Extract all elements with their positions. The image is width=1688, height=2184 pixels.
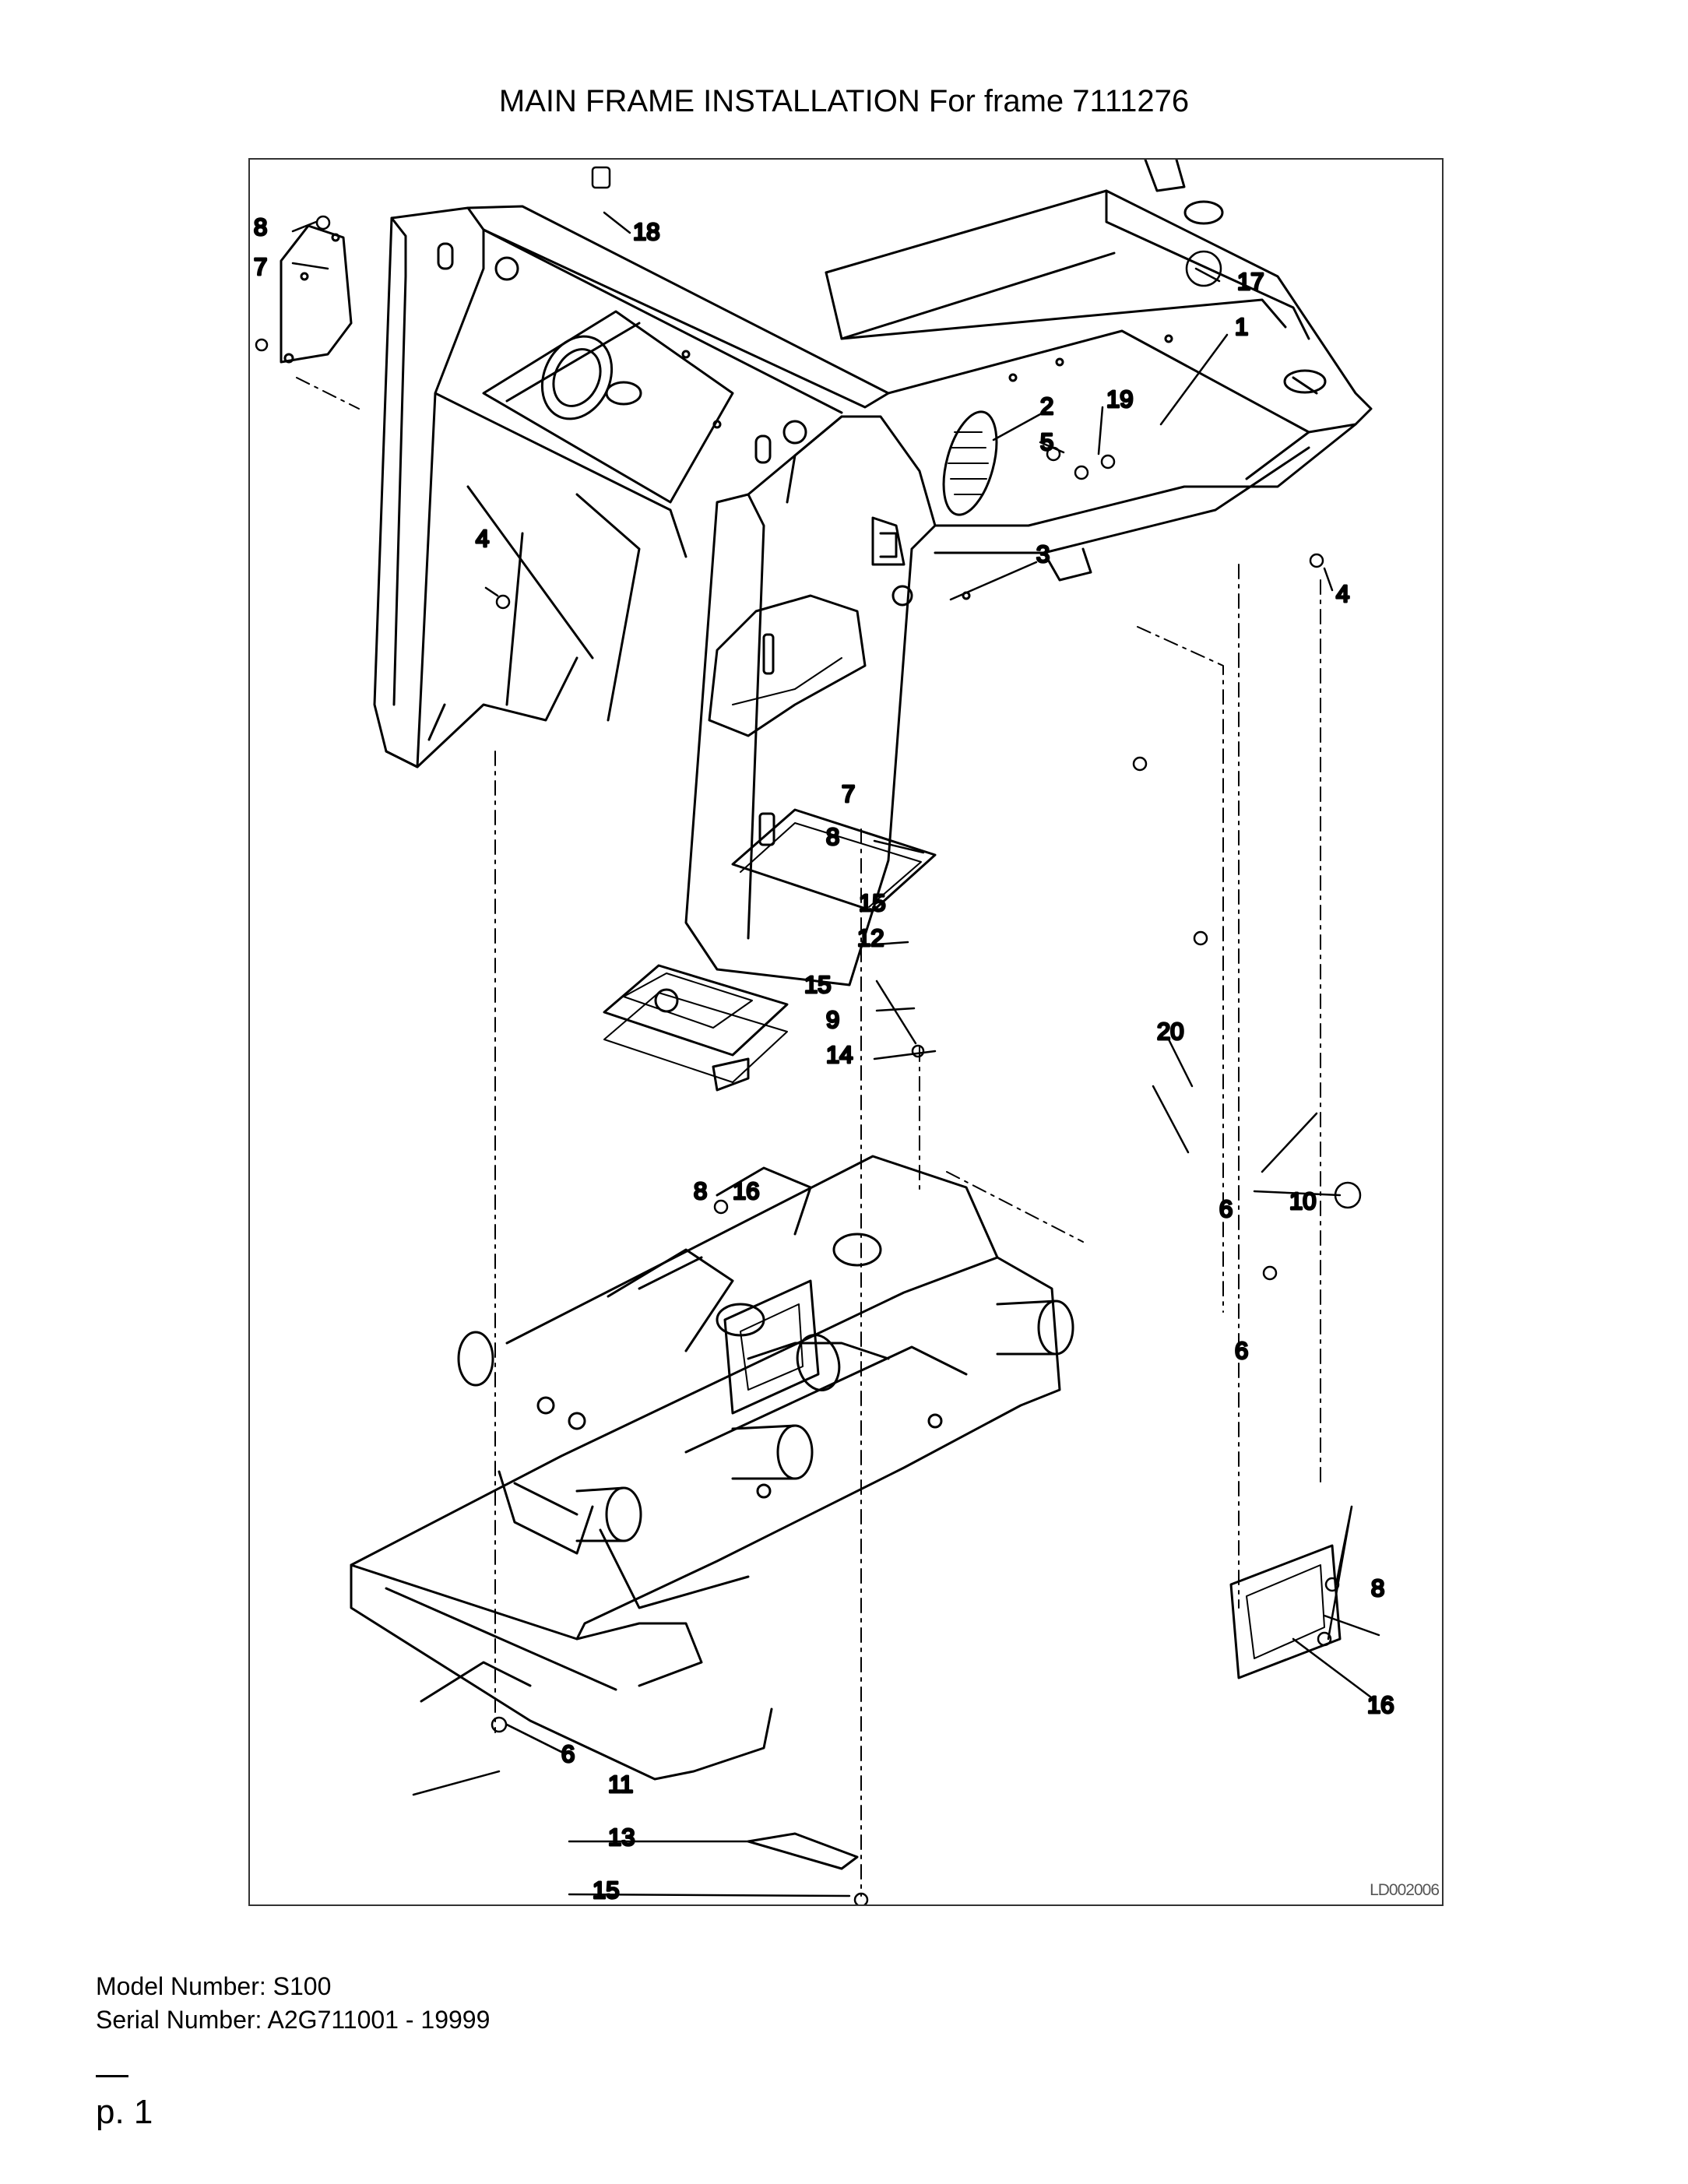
callout-1: 1 bbox=[1235, 313, 1248, 340]
cover-plate-14 bbox=[603, 964, 789, 1083]
callout-7-upper: 7 bbox=[254, 253, 267, 280]
inspection-plate-right bbox=[1229, 1544, 1342, 1679]
callout-19: 19 bbox=[1106, 385, 1133, 413]
lower-chassis-part bbox=[350, 1155, 1074, 1781]
callout-4-right: 4 bbox=[1336, 580, 1349, 607]
page-number: p. 1 bbox=[96, 2093, 153, 2131]
callout-16-left: 16 bbox=[733, 1177, 759, 1205]
parts-diagram: 1 2 3 4 4 5 6 6 6 7 7 8 8 8 8 9 10 11 12… bbox=[248, 158, 1444, 1906]
alignment-lines bbox=[296, 377, 1321, 1897]
callout-20: 20 bbox=[1157, 1018, 1183, 1045]
callout-7-right: 7 bbox=[842, 780, 855, 807]
serial-number: Serial Number: A2G711001 - 19999 bbox=[96, 2006, 491, 2034]
page-title: MAIN FRAME INSTALLATION For frame 711127… bbox=[498, 84, 1190, 118]
callout-8-right: 8 bbox=[826, 823, 839, 850]
callout-5: 5 bbox=[1040, 428, 1053, 455]
inspection-plate-left bbox=[723, 1279, 820, 1415]
hardware bbox=[255, 166, 1362, 1904]
callout-6-right: 6 bbox=[1219, 1195, 1233, 1222]
callout-6-bottom: 6 bbox=[561, 1740, 575, 1767]
callout-15-bottom: 15 bbox=[593, 1876, 619, 1904]
side-cover-right bbox=[708, 594, 867, 737]
callout-11: 11 bbox=[608, 1771, 633, 1798]
page-rule bbox=[96, 2075, 128, 2077]
callout-2: 2 bbox=[1040, 392, 1053, 420]
cover-plate-12 bbox=[731, 808, 937, 913]
figure-code: LD002006 bbox=[1370, 1881, 1440, 1899]
callout-8-lower-right: 8 bbox=[1371, 1574, 1384, 1602]
bracket-20 bbox=[712, 1057, 750, 1092]
callout-13: 13 bbox=[608, 1824, 635, 1851]
callout-18: 18 bbox=[633, 218, 659, 245]
model-number: Model Number: S100 bbox=[96, 1972, 332, 2000]
upper-frame-part bbox=[373, 160, 1373, 986]
exploded-view-drawing: 1 2 3 4 4 5 6 6 6 7 7 8 8 8 8 9 10 11 12… bbox=[253, 160, 1395, 1904]
callout-16-right: 16 bbox=[1367, 1691, 1394, 1718]
callout-12: 12 bbox=[857, 924, 884, 951]
callout-15-mid: 15 bbox=[804, 971, 831, 998]
callout-8-left: 8 bbox=[694, 1177, 707, 1205]
callout-3: 3 bbox=[1036, 540, 1050, 568]
callout-9: 9 bbox=[826, 1006, 839, 1033]
callout-14: 14 bbox=[826, 1041, 853, 1068]
callout-4-left: 4 bbox=[476, 525, 489, 552]
plate-13 bbox=[747, 1832, 859, 1870]
callout-17: 17 bbox=[1237, 268, 1264, 295]
callout-15-top: 15 bbox=[859, 889, 885, 916]
callout-10: 10 bbox=[1289, 1187, 1316, 1215]
side-cover-upper-left bbox=[280, 224, 353, 364]
callout-6-lower: 6 bbox=[1235, 1337, 1248, 1364]
callout-8-upper: 8 bbox=[254, 213, 267, 241]
leader-lines bbox=[291, 211, 1380, 1897]
